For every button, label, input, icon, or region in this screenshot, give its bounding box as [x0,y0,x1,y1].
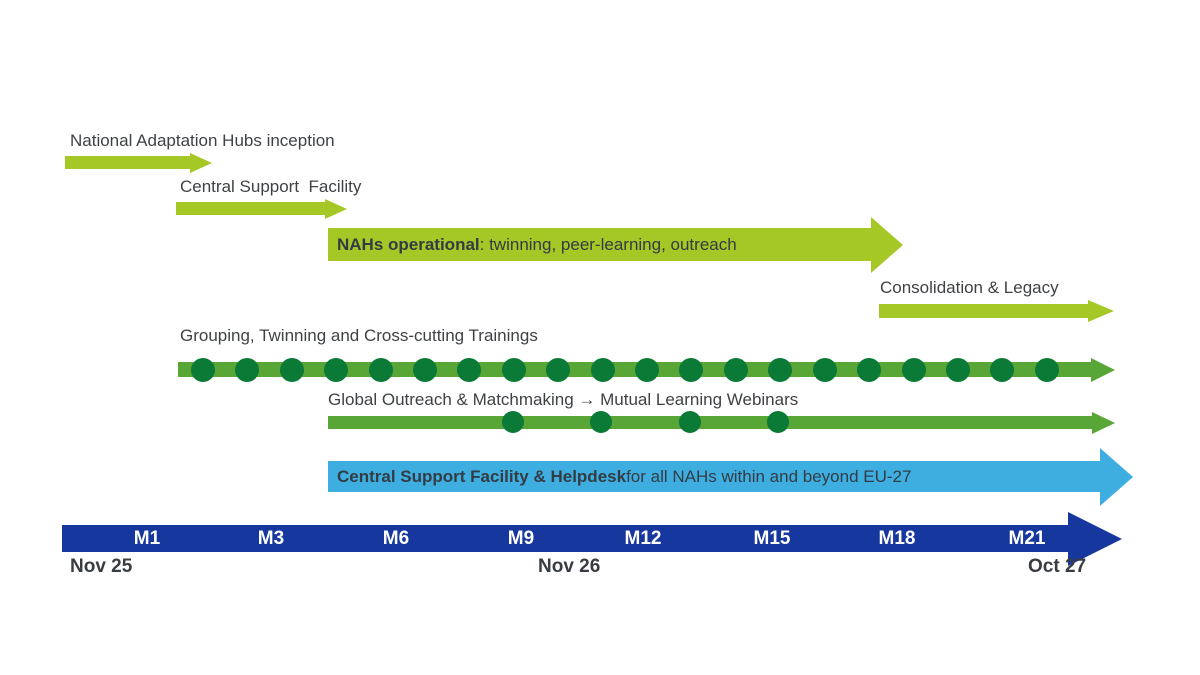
month-tick-m12: M12 [624,528,662,549]
event-dot [501,357,526,382]
event-dot [766,411,789,433]
event-dot [413,357,438,382]
outreach-event-dots [502,411,789,433]
inception-label: National Adaptation Hubs inception [70,131,335,150]
month-tick-m21: M21 [1008,528,1046,549]
event-dot [901,357,926,382]
event-dot [723,357,748,382]
event-dot [857,357,882,382]
arrow-head-icon [1091,357,1115,382]
event-dot [812,357,837,382]
consolidation-arrow [879,300,1114,322]
event-dot [679,357,704,382]
arrow-head-icon [871,216,903,273]
date-label-nov25: Nov 25 [70,556,133,577]
consolidation-label: Consolidation & Legacy [880,278,1059,297]
event-dot [590,411,613,433]
date-label-oct27: Oct 27 [1028,556,1087,577]
arrow-head-icon [325,198,347,219]
event-dot [191,357,215,382]
event-dot [457,357,482,382]
event-dot [1034,357,1059,382]
event-dot [368,357,393,382]
arrow-head-icon [190,152,212,173]
month-tick-m15: M15 [753,528,791,549]
event-dot [678,411,701,433]
nahs-operational-arrow: NAHs operational: twinning, peer-learnin… [328,216,903,273]
event-dot [945,357,970,382]
inception-arrow [65,152,212,173]
month-tick-m3: M3 [257,528,285,549]
central-support-label: Central Support Facility [180,177,362,196]
event-dot [768,357,793,382]
month-tick-m9: M9 [507,528,535,549]
helpdesk-label-bold: Central Support Facility & Helpdesk [337,466,627,486]
event-dot [990,357,1015,382]
helpdesk-label-rest: for all NAHs within and beyond EU-27 [626,466,912,486]
date-label-nov26: Nov 26 [538,556,601,577]
central-support-arrow [176,198,347,219]
event-dot [279,357,304,382]
arrow-head-icon [1068,511,1122,566]
helpdesk-label: Central Support Facility & Helpdesk for … [337,461,911,492]
arrow-head-icon [1092,411,1115,434]
arrow-head-icon [1088,300,1114,322]
nahs-operational-label: NAHs operational: twinning, peer-learnin… [337,228,737,261]
nahs-operational-label-bold: NAHs operational [337,234,480,254]
event-dot [590,357,615,382]
event-dot [635,357,660,382]
arrow-head-icon [1100,447,1133,506]
nahs-operational-label-rest: : twinning, peer-learning, outreach [479,234,737,254]
trainings-label: Grouping, Twinning and Cross-cutting Tra… [180,326,538,345]
month-tick-m1: M1 [133,528,161,549]
month-tick-m6: M6 [382,528,410,549]
event-dot [324,357,349,382]
outreach-label: Global Outreach & Matchmaking → Mutual L… [328,390,799,409]
month-tick-m18: M18 [878,528,916,549]
event-dot [502,411,524,433]
timeline-axis: M1 M3 M6 M9 M12 M15 M18 M21 [62,511,1122,566]
event-dot [546,357,571,382]
event-dot [235,357,260,382]
helpdesk-arrow: Central Support Facility & Helpdesk for … [328,447,1133,506]
trainings-event-dots [191,357,1059,382]
